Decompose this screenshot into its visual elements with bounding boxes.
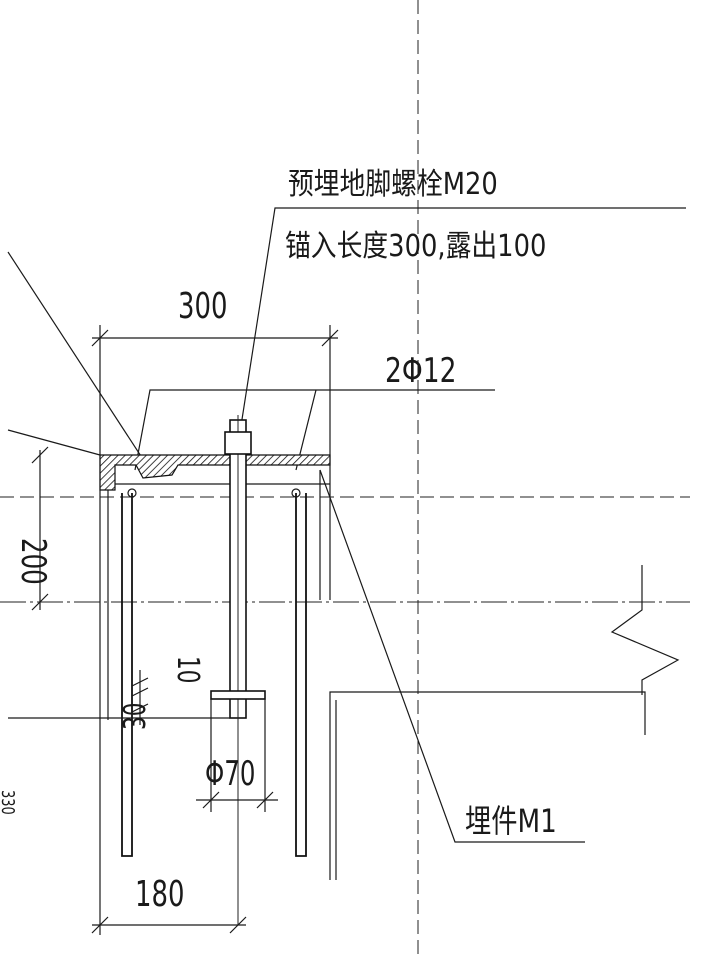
dim-200-tick-top bbox=[31, 446, 49, 464]
break-line-symbol bbox=[610, 565, 680, 695]
rebar-stirrup-left-leg bbox=[121, 493, 133, 857]
embed-note-leader bbox=[319, 469, 585, 843]
anchor-bolt-nut bbox=[224, 431, 252, 455]
dim-phi70-tick-left bbox=[202, 791, 220, 809]
left-ground-line bbox=[7, 429, 101, 456]
dim-10-tick-b bbox=[131, 687, 149, 697]
dim-300-tick-left bbox=[91, 329, 109, 347]
dim-180-tick-left bbox=[91, 916, 109, 934]
embed-note-label: 埋件M1 bbox=[465, 802, 557, 839]
left-leader-line bbox=[7, 251, 151, 471]
dim-30-tick bbox=[131, 703, 149, 713]
dim-10-label: 10 bbox=[170, 656, 204, 683]
dim-300-tick-right bbox=[321, 329, 339, 347]
bolt-note-line1: 预埋地脚螺栓M20 bbox=[288, 166, 498, 201]
anchor-bottom-plate bbox=[210, 690, 266, 700]
dim-180-tick-right bbox=[229, 916, 247, 934]
foundation-step-line bbox=[329, 691, 646, 880]
dim-200-label: 200 bbox=[14, 538, 53, 585]
rebar-note-label: 2Φ12 bbox=[385, 352, 456, 391]
bolt-note-leader bbox=[237, 207, 686, 446]
rebar-note-leader bbox=[134, 389, 495, 471]
dim-300-label: 300 bbox=[178, 286, 227, 327]
dim-30-label: 30 bbox=[119, 703, 153, 730]
embedded-steel-plate bbox=[99, 454, 331, 491]
dim-phi70-label: Φ70 bbox=[205, 754, 255, 793]
dim-phi70-tick-right bbox=[256, 791, 274, 809]
rebar-stirrup-right-leg bbox=[295, 493, 307, 857]
dim-200-tick-bottom bbox=[31, 593, 49, 611]
bolt-note-line2: 锚入长度300,露出100 bbox=[285, 228, 546, 263]
dim-180-label: 180 bbox=[135, 874, 184, 915]
dim-10-tick-a bbox=[131, 677, 149, 687]
edge-fragment-label: 330 bbox=[0, 790, 19, 815]
